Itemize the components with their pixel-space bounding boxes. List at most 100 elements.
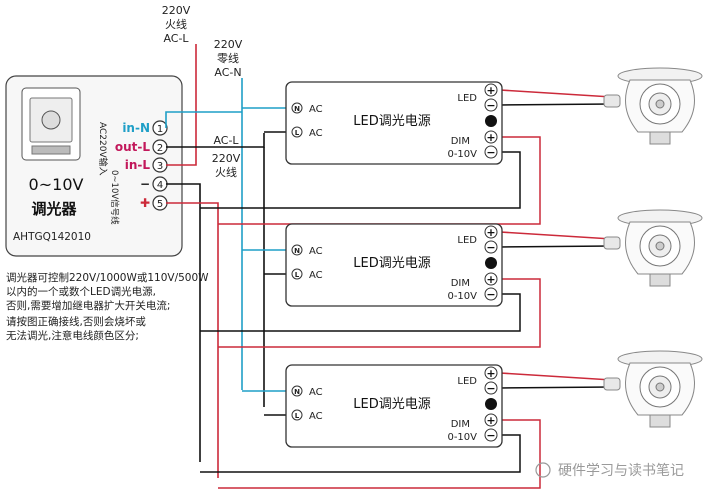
driver-n-letter: N — [294, 388, 300, 396]
led-spotlight-icon — [603, 209, 703, 287]
lamp-led — [655, 382, 665, 392]
minus-terminal-icon — [484, 381, 498, 395]
driver-ac-label: AC — [309, 128, 323, 139]
driver-title: LED调光电源 — [353, 114, 430, 129]
driver-led-label: LED — [457, 376, 477, 387]
minus-terminal-icon — [484, 145, 498, 159]
dimmer-knob-icon — [41, 110, 61, 130]
wire-driver-dim-neg — [200, 293, 521, 332]
terminal-sign: + — [486, 367, 495, 380]
live-mid-line2: 火线 — [215, 165, 237, 179]
led-spotlight-icon — [603, 67, 703, 145]
terminal-number: 5 — [157, 199, 163, 210]
driver-n-terminal — [291, 385, 303, 397]
dimmer-model: AHTGQ142010 — [13, 231, 91, 243]
note-line-5: 无法调光,注意电线颜色区分; — [6, 329, 139, 342]
driver-ac-label: AC — [309, 411, 323, 422]
terminal-sign: − — [486, 241, 495, 254]
minus-terminal-icon — [484, 428, 498, 442]
terminal-label: in-N — [122, 121, 150, 135]
note-line-1: 调光器可控制220V/1000W或110V/500W — [6, 271, 209, 284]
driver-l-letter: L — [295, 271, 300, 279]
terminal-label: − — [140, 177, 150, 191]
minus-terminal-icon — [484, 240, 498, 254]
driver-led-label: LED — [457, 235, 477, 246]
driver-n-terminal — [291, 102, 303, 114]
terminal-sign: − — [486, 288, 495, 301]
wire-led-pos — [499, 231, 613, 240]
driver-box — [285, 223, 503, 307]
driver-dim-label: DIM — [451, 278, 470, 289]
driver-box — [285, 364, 503, 448]
driver-ac-label: AC — [309, 387, 323, 398]
driver-n-letter: N — [294, 105, 300, 113]
driver-title: LED调光电源 — [353, 256, 430, 271]
neutral-supply-label: 220V 零线 AC-N — [214, 38, 243, 79]
wire-live-in — [166, 44, 197, 166]
ground-dot-icon — [485, 257, 497, 269]
terminal-1: 1 in-N — [122, 120, 168, 136]
driver-l-terminal — [291, 409, 303, 421]
driver-ac-label: AC — [309, 270, 323, 281]
ground-dot-icon — [485, 115, 497, 127]
wechat-icon — [535, 462, 551, 478]
terminal-sign: + — [486, 273, 495, 286]
live-label-line3: AC-L — [163, 32, 189, 45]
note-line-2: 以内的一个或数个LED调光电源, — [6, 285, 156, 298]
driver-dim-label: DIM — [451, 136, 470, 147]
driver-l-terminal — [291, 126, 303, 138]
wire-driver-dim-neg — [200, 151, 521, 209]
terminal-3: 3 in-L — [125, 157, 168, 173]
lamp-neck — [649, 131, 671, 145]
terminal-circle — [152, 120, 168, 136]
plus-terminal-icon — [484, 130, 498, 144]
lamp-cable-entry — [603, 377, 621, 391]
driver-n-terminal — [291, 244, 303, 256]
driver-l-letter: L — [295, 129, 300, 137]
driver-list: N AC L AC LED调光电源 LED DIM 0-10V + − + − N AC L AC LED调光电… — [200, 67, 703, 489]
wire-driver-dim-neg — [200, 434, 521, 473]
wire-dim-neg-bus — [166, 183, 201, 462]
dimmer-range: 0~10V — [29, 175, 84, 194]
terminal-number: 2 — [157, 143, 163, 154]
wire-led-pos — [499, 372, 613, 381]
notes: 调光器可控制220V/1000W或110V/500W 以内的一个或数个LED调光… — [6, 271, 209, 342]
driver-title: LED调光电源 — [353, 397, 430, 412]
terminal-number: 3 — [157, 161, 163, 172]
driver-ac-label: AC — [309, 104, 323, 115]
lamp-neck — [649, 414, 671, 428]
live-supply-label: 220V 火线 AC-L — [162, 4, 191, 45]
driver-l-letter: L — [295, 412, 300, 420]
terminal-sign: − — [486, 382, 495, 395]
lamp-cable-entry — [603, 94, 621, 108]
plus-terminal-icon — [484, 413, 498, 427]
neutral-label-line3: AC-N — [214, 66, 241, 79]
driver-l-terminal — [291, 268, 303, 280]
plus-terminal-icon — [484, 225, 498, 239]
terminal-5: 5✚ — [140, 195, 168, 211]
dimmer-side-dc: 0~10V信号线 — [109, 170, 120, 225]
lamp-led — [655, 99, 665, 109]
driver-box — [285, 81, 503, 165]
lamp-led — [655, 241, 665, 251]
wire-driver-dim-pos — [218, 419, 541, 489]
terminal-sign: − — [486, 146, 495, 159]
wires — [165, 44, 265, 478]
wire-neutral-in — [165, 111, 242, 128]
driver-range-label: 0-10V — [447, 149, 477, 160]
note-line-4: 请按图正确接线,否则会烧坏或 — [6, 315, 146, 328]
live-mid-line1: 220V — [212, 152, 241, 165]
terminal-label: ✚ — [140, 196, 150, 210]
driver-dim-label: DIM — [451, 419, 470, 430]
driver-range-label: 0-10V — [447, 291, 477, 302]
driver-led-label: LED — [457, 93, 477, 104]
terminal-number: 1 — [157, 124, 163, 135]
led-spotlight-icon — [603, 350, 703, 428]
terminal-sign: + — [486, 84, 495, 97]
wire-driver-dim-pos — [218, 278, 541, 348]
terminal-label: in-L — [125, 158, 151, 172]
ground-dot-icon — [485, 398, 497, 410]
